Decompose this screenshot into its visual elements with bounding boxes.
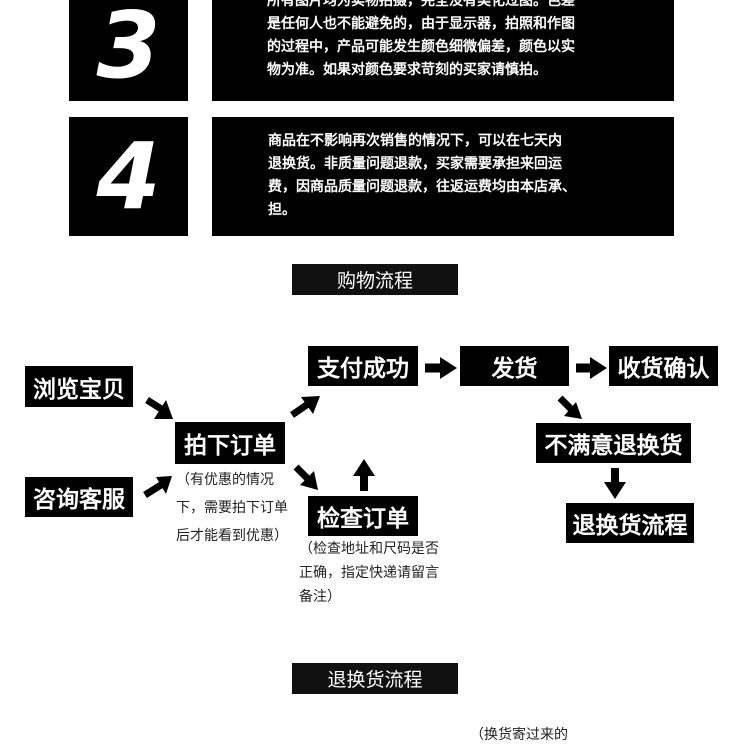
section-title-shopping: 购物流程 [292, 264, 458, 295]
step-number-3: 3 [96, 0, 161, 99]
info-line: 商品在不影响再次销售的情况下，可以在七天内 [268, 133, 562, 149]
section-title-returns-text: 退换货流程 [327, 669, 423, 691]
flow-node-check-order: 检查订单 [308, 496, 418, 536]
step-number-4-box: 4 [69, 117, 188, 236]
arrow-icon [557, 395, 582, 419]
note-discount: （有优惠的情况 下，需要拍下订单 后才能看到优惠） [176, 466, 316, 550]
info-line: 物为准。如果对颜色要求苛刻的买家请慎拍。 [267, 62, 547, 78]
info-line: 担。 [268, 202, 296, 218]
info-text-box-3: 所有图片均为实物拍摄，完全没有美化过图。色差 是任何人也不能避免的，由于显示器，… [212, 0, 674, 101]
note-line: （检查地址和尺码是否 [299, 541, 439, 557]
info-line: 所有图片均为实物拍摄，完全没有美化过图。色差 [267, 0, 575, 9]
section-title-shopping-text: 购物流程 [336, 270, 413, 292]
flow-node-place-order-label: 拍下订单 [184, 433, 276, 459]
note-line: （有优惠的情况 [176, 472, 274, 488]
arrow-icon [353, 459, 375, 491]
flow-node-place-order: 拍下订单 [175, 422, 285, 464]
flow-node-browse: 浏览宝贝 [25, 366, 133, 407]
flow-node-unsatisfied-label: 不满意退换货 [544, 433, 683, 459]
flow-node-ship-label: 发货 [491, 356, 538, 382]
arrow-icon [143, 476, 172, 498]
note-line: 备注） [299, 589, 341, 605]
flow-node-receive-label: 收货确认 [617, 356, 710, 382]
info-line: 的过程中，产品可能发生颜色细微偏差，颜色以实 [267, 39, 575, 55]
arrow-icon [604, 468, 626, 499]
info-text-box-4: 商品在不影响再次销售的情况下，可以在七天内 退换货。非质量问题退款，买家需要承担… [212, 117, 674, 236]
note-check: （检查地址和尺码是否 正确，指定快递请留言 备注） [299, 537, 469, 609]
flow-node-ship: 发货 [460, 346, 569, 386]
flow-node-consult-label: 咨询客服 [33, 487, 125, 513]
flow-node-pay-success: 支付成功 [308, 346, 418, 386]
flow-node-browse-label: 浏览宝贝 [33, 376, 125, 403]
flow-node-unsatisfied: 不满意退换货 [536, 423, 691, 463]
arrow-icon [425, 357, 457, 379]
note-line: （换货寄过来的 [470, 727, 568, 743]
flow-node-receive: 收货确认 [609, 346, 718, 386]
info-line: 退换货。非质量问题退款，买家需要承担来回运 [268, 156, 562, 172]
flow-node-pay-success-label: 支付成功 [317, 356, 409, 382]
flow-node-consult: 咨询客服 [25, 477, 133, 517]
flow-node-check-order-label: 检查订单 [317, 506, 409, 532]
arrow-icon [293, 464, 318, 490]
flow-node-return-process: 退换货流程 [566, 503, 694, 543]
flow-node-return-process-label: 退换货流程 [572, 513, 688, 539]
arrow-icon [145, 397, 173, 419]
arrow-icon [290, 396, 320, 418]
note-exchange-partial: （换货寄过来的 [470, 722, 670, 748]
info-line: 费，因商品质量问题退款，往返运费均由本店承、 [268, 179, 576, 195]
section-title-returns: 退换货流程 [292, 663, 458, 694]
arrow-icon [576, 357, 607, 379]
note-line: 后才能看到优惠） [176, 528, 288, 544]
info-line: 是任何人也不能避免的，由于显示器，拍照和作图 [267, 16, 575, 32]
step-number-3-box: 3 [69, 0, 188, 101]
note-line: 正确，指定快递请留言 [299, 565, 439, 581]
step-number-4: 4 [96, 122, 161, 230]
note-line: 下，需要拍下订单 [176, 500, 288, 516]
